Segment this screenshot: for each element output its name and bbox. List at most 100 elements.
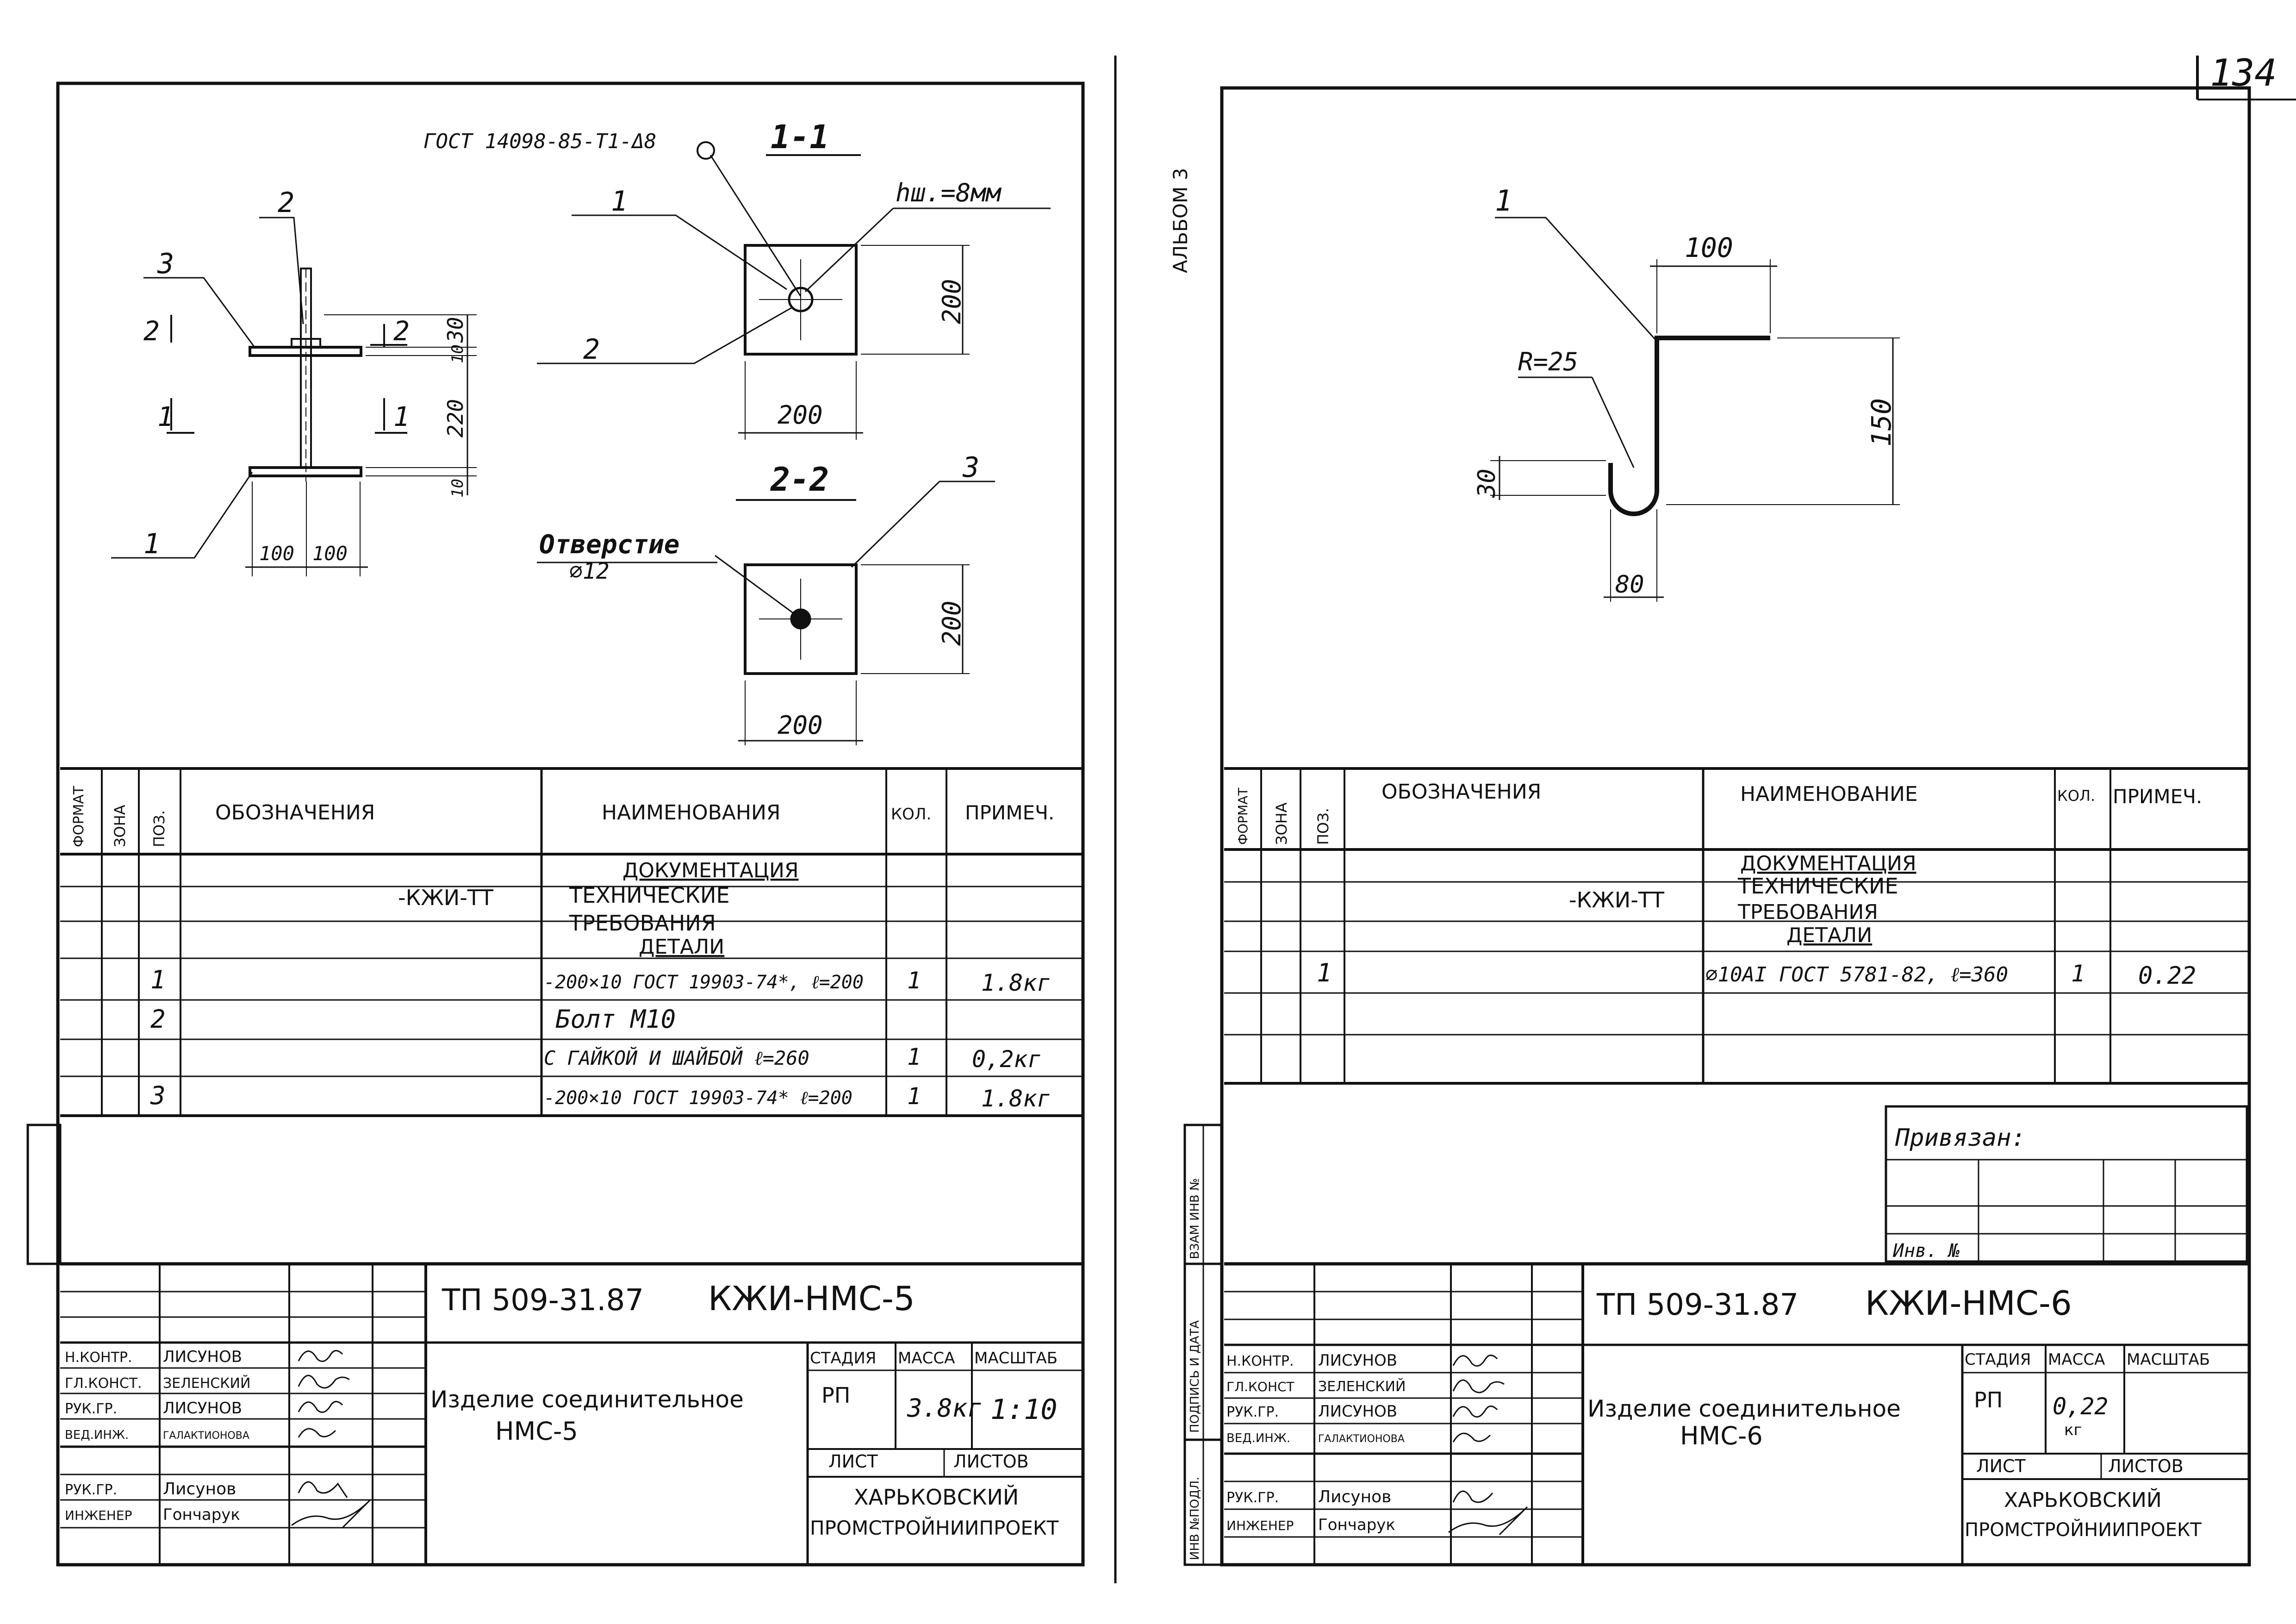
page-number-block: 134 — [2196, 51, 2296, 100]
hook-bar-view — [1490, 217, 1900, 602]
margin-inv-orig: ИНВ №ПОДЛ. — [1188, 1477, 1202, 1560]
col-zone: ЗОНА — [111, 805, 129, 847]
row-2b-qty: 1 — [907, 1043, 921, 1070]
stage-value: РП — [821, 1383, 850, 1408]
hole-diameter: ⌀12 — [569, 558, 610, 584]
role-3: ВЕД.ИНЖ. — [65, 1428, 129, 1442]
callout-3-section: 3 — [962, 451, 979, 484]
album-label: АЛЬБОМ 3 — [1169, 168, 1192, 273]
hook-dim-80: 80 — [1615, 571, 1644, 599]
right-margin-labels: ИНВ №ПОДЛ. ПОДПИСЬ И ДАТА ВЗАМ ИНВ № — [1188, 1178, 1202, 1560]
r-scale-header: МАСШТАБ — [2127, 1350, 2210, 1369]
mass-header: МАССА — [898, 1349, 955, 1368]
row-req-name: ТРЕБОВАНИЯ — [569, 911, 716, 936]
r-row-parts-name: ДЕТАЛИ — [1786, 924, 1872, 947]
cut-mark-left-1: 1 — [157, 401, 174, 432]
name-line-2: НМС-5 — [495, 1417, 578, 1446]
r-row-1-name: ⌀10АI ГОСТ 5781-82, ℓ=360 — [1705, 963, 2008, 987]
left-elevation-labels: 2 3 2 1 2 1 1 30 10 220 10 100 100 — [143, 187, 468, 565]
row-3-qty: 1 — [907, 1083, 921, 1110]
dim-10-top: 10 — [448, 344, 467, 363]
dim-30: 30 — [443, 317, 468, 343]
r-org-line-1: ХАРЬКОВСКИЙ — [2004, 1487, 2162, 1512]
callout-3: 3 — [157, 248, 174, 280]
section-2-2-labels: 2-2 3 Отверстие ⌀12 200 200 — [539, 451, 979, 740]
r-col-qty: КОЛ. — [2057, 787, 2095, 805]
name-1: ЗЕЛЕНСКИЙ — [163, 1375, 250, 1392]
hook-dim-150: 150 — [1866, 398, 1897, 447]
sheet-right — [1183, 86, 2251, 1567]
r-signatures — [1448, 1355, 1528, 1536]
section-2-2-view — [537, 481, 995, 745]
name-0: ЛИСУНОВ — [163, 1348, 242, 1366]
callout-1-section: 1 — [611, 185, 628, 218]
row-1-name: -200×10 ГОСТ 19903-74*, ℓ=200 — [544, 972, 864, 993]
dim-200-horizontal-1: 200 — [778, 400, 823, 430]
org-line-2: ПРОМСТРОЙНИИПРОЕКТ — [810, 1516, 1059, 1539]
r-col-note: ПРИМЕЧ. — [2113, 785, 2202, 808]
r-col-name: НАИМЕНОВАНИЕ — [1740, 782, 1918, 806]
name-4: Лисунов — [163, 1480, 236, 1499]
r-stage-value: РП — [1974, 1387, 2003, 1412]
drawing-mark: КЖИ-НМС-5 — [708, 1279, 915, 1318]
row-3-pos: 3 — [150, 1081, 166, 1110]
row-1-qty: 1 — [907, 967, 921, 994]
hook-dim-30: 30 — [1473, 468, 1501, 498]
r-name-1: ЗЕЛЕНСКИЙ — [1318, 1378, 1406, 1395]
left-title-block: ТП 509-31.87 КЖИ-НМС-5 Н.КОНТР. ГЛ.КОНСТ… — [65, 1279, 1059, 1539]
title-code: ТП 509-31.87 — [442, 1283, 644, 1318]
r-stage-header: СТАДИЯ — [1965, 1350, 2031, 1369]
weld-label: hш.=8мм — [896, 178, 1002, 207]
name-line-1: Изделие соединительное — [430, 1386, 744, 1413]
r-name-line-2: НМС-6 — [1680, 1421, 1763, 1450]
r-mass-unit: кг — [2064, 1421, 2082, 1439]
r-row-tech-designation: -КЖИ-ТТ — [1569, 887, 1665, 912]
cut-mark-right-1: 1 — [393, 401, 410, 432]
r-mass-value: 0,22 — [2053, 1393, 2108, 1420]
role-5: ИНЖЕНЕР — [65, 1508, 132, 1523]
margin-signature-date: ПОДПИСЬ И ДАТА — [1188, 1320, 1202, 1433]
r-title-code: ТП 509-31.87 — [1596, 1288, 1798, 1322]
r-name-line-1: Изделие соединительное — [1587, 1395, 1901, 1422]
row-2b-name: С ГАЙКОЙ И ШАЙБОЙ ℓ=260 — [544, 1046, 809, 1069]
section-1-1-labels: ГОСТ 14098-85-Т1-Δ8 1-1 hш.=8мм 1 2 200 … — [423, 118, 1002, 430]
org-line-1: ХАРЬКОВСКИЙ — [854, 1485, 1019, 1510]
dim-200-vertical-2: 200 — [937, 600, 966, 646]
r-row-1-pos: 1 — [1317, 958, 1332, 987]
r-sheets-header: ЛИСТОВ — [2108, 1456, 2184, 1476]
row-3-note: 1.8кг — [981, 1085, 1051, 1112]
role-1: ГЛ.КОНСТ. — [65, 1375, 142, 1392]
row-1-note: 1.8кг — [981, 969, 1051, 996]
r-org-line-2: ПРОМСТРОЙНИИПРОЕКТ — [1965, 1518, 2202, 1541]
hook-callout-1: 1 — [1495, 184, 1512, 218]
r-row-1-note: 0.22 — [2138, 962, 2196, 990]
col-name: НАИМЕНОВАНИЯ — [602, 801, 780, 824]
hole-label: Отверстие — [539, 530, 679, 560]
bound-label: Привязан: — [1895, 1124, 2026, 1152]
signatures — [291, 1350, 371, 1529]
col-designation: ОБОЗНАЧЕНИЯ — [215, 801, 375, 824]
r-name-4: Лисунов — [1318, 1487, 1391, 1506]
name-3: ГАЛАКТИОНОВА — [163, 1430, 249, 1442]
r-role-5: ИНЖЕНЕР — [1226, 1518, 1294, 1533]
right-title-block: ТП 509-31.87 КЖИ-НМС-6 Н.КОНТР. ГЛ.КОНСТ… — [1226, 1284, 2210, 1541]
dim-200-vertical-1: 200 — [937, 279, 966, 324]
callout-2: 2 — [278, 187, 294, 219]
dim-10-bottom: 10 — [448, 479, 467, 498]
scale-value: 1:10 — [990, 1393, 1058, 1426]
r-col-format: ФОРМАТ — [1235, 787, 1251, 845]
col-qty: КОЛ. — [891, 805, 931, 824]
row-2-name: Болт М10 — [555, 1005, 676, 1034]
r-name-2: ЛИСУНОВ — [1318, 1402, 1397, 1421]
r-name-3: ГАЛАКТИОНОВА — [1318, 1433, 1405, 1445]
cut-mark-right-2: 2 — [393, 315, 410, 347]
role-4: РУК.ГР. — [65, 1482, 117, 1498]
row-docs-name: ДОКУМЕНТАЦИЯ — [622, 859, 799, 882]
row-tech-designation: -КЖИ-ТТ — [398, 885, 494, 910]
sheet-left — [26, 81, 1085, 1567]
r-role-1: ГЛ.КОНСТ — [1226, 1379, 1295, 1394]
row-2-pos: 2 — [150, 1005, 166, 1034]
role-0: Н.КОНТР. — [65, 1349, 132, 1366]
r-name-0: ЛИСУНОВ — [1318, 1351, 1397, 1370]
col-note: ПРИМЕЧ. — [965, 801, 1054, 824]
